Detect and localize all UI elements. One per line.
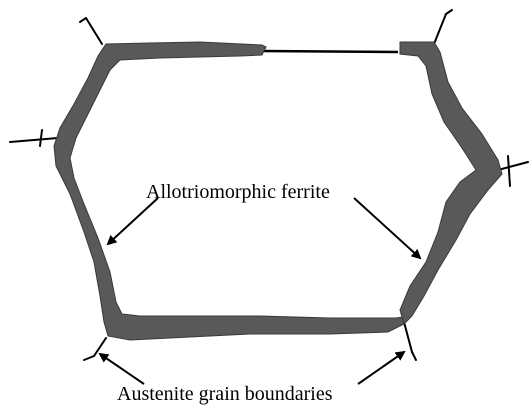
boundary-bottom-left-a — [94, 338, 106, 356]
boundary-bottom-right-a — [404, 322, 412, 352]
boundary-right — [498, 162, 528, 170]
boundary-top-bare — [262, 51, 398, 52]
annotation-arrows — [100, 198, 420, 384]
austenite-grain-boundaries-label: Austenite grain boundaries — [117, 384, 333, 404]
boundary-top-right-b — [446, 10, 452, 14]
boundary-top-left-a — [86, 18, 102, 44]
boundary-left-tick — [40, 130, 42, 146]
arrow-boundary-right — [358, 352, 404, 384]
boundary-top-left-b — [80, 18, 86, 22]
arrow-boundary-left — [100, 354, 144, 384]
boundary-left — [10, 138, 58, 142]
boundary-bottom-right-b — [412, 352, 416, 360]
boundary-right-tick — [508, 156, 510, 186]
ferrite-right — [400, 42, 502, 324]
boundary-bottom-left-b — [84, 356, 94, 360]
arrow-ferrite-left — [108, 198, 158, 244]
boundary-top-right-a — [434, 14, 446, 44]
arrow-ferrite-right — [354, 198, 420, 258]
allotriomorphic-ferrite-label: Allotriomorphic ferrite — [146, 182, 330, 202]
